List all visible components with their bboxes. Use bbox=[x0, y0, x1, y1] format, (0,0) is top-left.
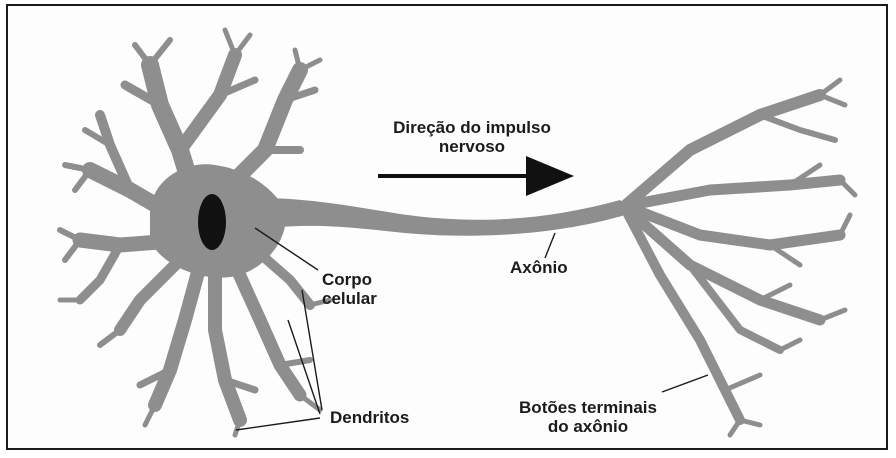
terminals-label-line2: do axônio bbox=[508, 417, 668, 436]
nucleus bbox=[198, 194, 226, 250]
direction-label-line2: nervoso bbox=[372, 137, 572, 156]
axon bbox=[270, 198, 635, 236]
direction-label-line1: Direção do impulso bbox=[372, 118, 572, 137]
cell-body-label-line2: celular bbox=[322, 289, 377, 308]
terminals-pointer bbox=[662, 375, 708, 392]
axon-terminals-group bbox=[625, 80, 855, 435]
cell-body-label-line1: Corpo bbox=[322, 270, 377, 289]
axon-pointer bbox=[545, 233, 555, 258]
direction-label: Direção do impulso nervoso bbox=[372, 118, 572, 156]
cell-body-label: Corpo celular bbox=[322, 270, 377, 308]
axon-label: Axônio bbox=[510, 258, 568, 277]
terminals-label: Botões terminais do axônio bbox=[508, 398, 668, 436]
dendrites-label: Dendritos bbox=[330, 408, 409, 427]
dendrites-pointer-a bbox=[236, 418, 320, 430]
terminals-label-line1: Botões terminais bbox=[508, 398, 668, 417]
